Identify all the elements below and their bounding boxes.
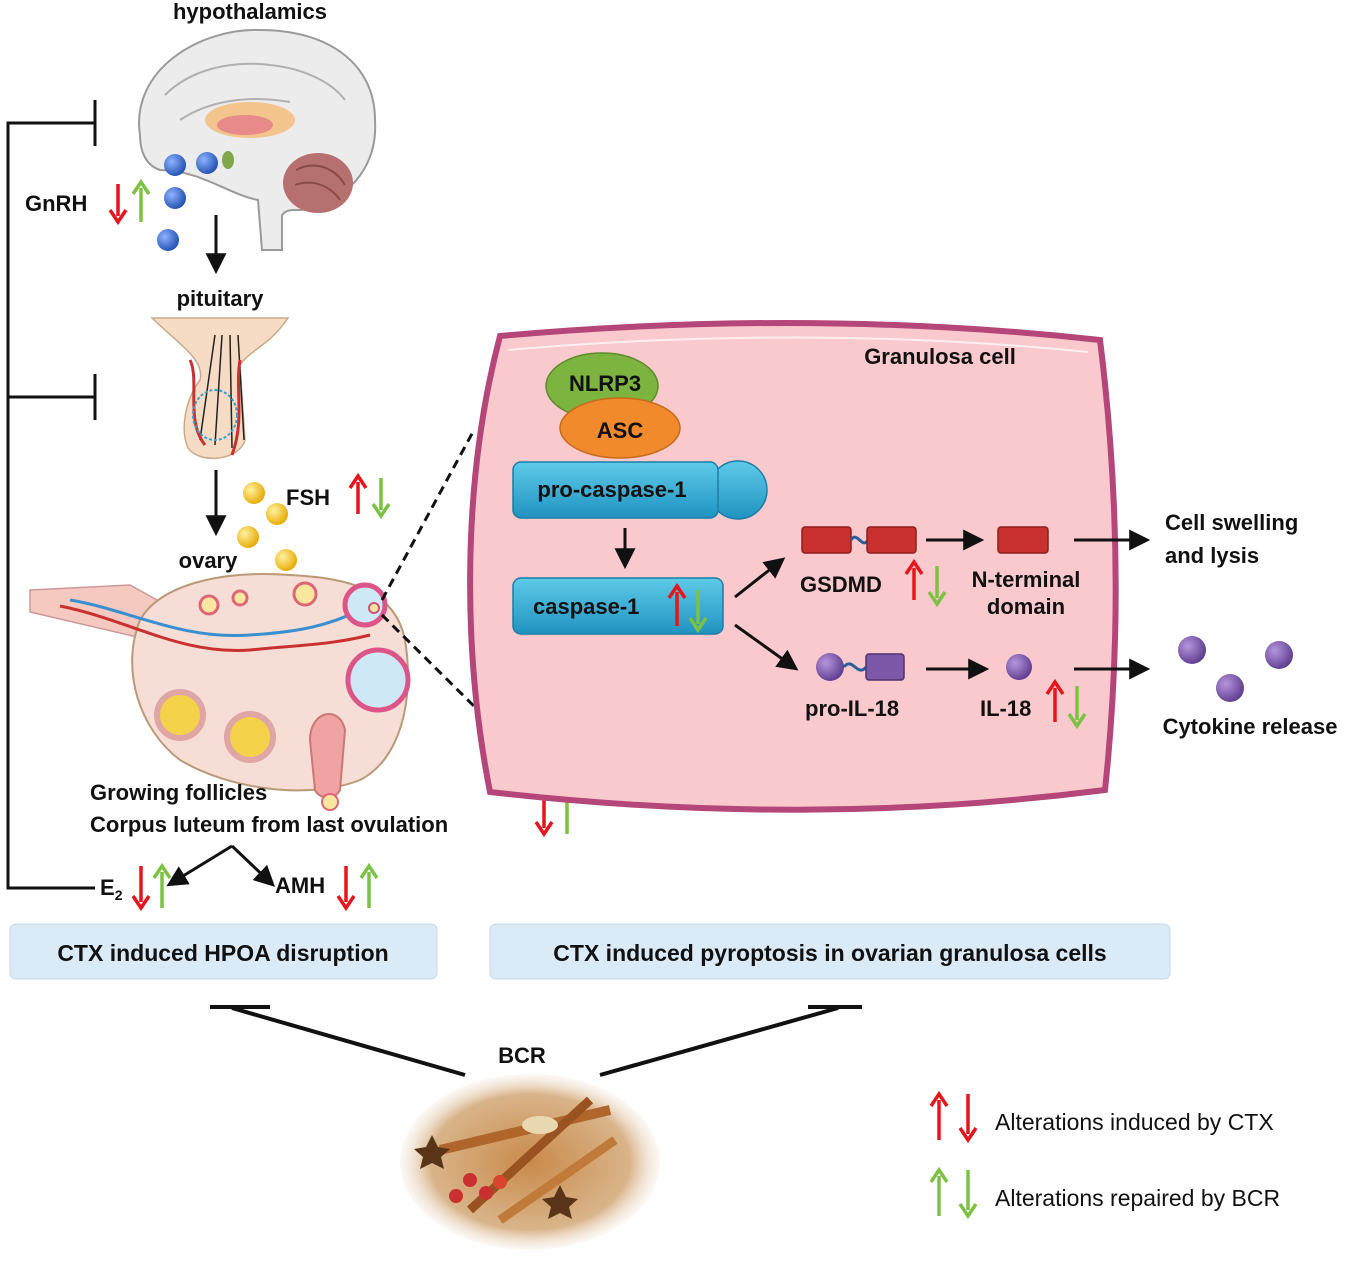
legend-bcr-down-arrow <box>958 1170 978 1220</box>
bcr-herbs-image <box>400 1074 660 1250</box>
pituitary-label: pituitary <box>177 286 265 311</box>
feedback-bracket <box>6 100 97 890</box>
amh-label: AMH <box>275 873 325 898</box>
amh-bcr-up-arrow <box>359 862 379 908</box>
gnrh-ctx-down-arrow <box>108 184 128 226</box>
growing-follicles-label: Growing follicles <box>90 780 267 805</box>
zoom-line-top <box>380 429 476 601</box>
e2-ctx-down-arrow <box>131 866 151 912</box>
caspase-to-prol18-arrow <box>734 623 799 671</box>
caspase-bcr-down-arrow <box>688 590 708 634</box>
pyroptosis-box-label: CTX induced pyroptosis in ovarian granul… <box>553 940 1106 966</box>
zoom-line-bottom <box>380 613 488 720</box>
gsdmd-bcr-down-arrow <box>927 566 947 608</box>
il18-ctx-up-arrow <box>1045 678 1065 722</box>
cell-swelling-label-line1: Cell swelling <box>1165 510 1298 535</box>
pro-il18-shape <box>816 653 905 681</box>
nlrp3-complex <box>545 352 681 459</box>
pro-caspase-shape <box>512 460 768 520</box>
amh-ctx-down-arrow <box>336 866 356 912</box>
corpus-luteum-label: Corpus luteum from last ovulation <box>90 812 448 837</box>
hypothalamics-label: hypothalamics <box>173 0 327 24</box>
legend-bcr-up-arrow <box>929 1166 949 1216</box>
caspase-to-gsdmd-arrow <box>734 557 786 599</box>
legend-ctx <box>929 1090 978 1144</box>
gsdmd-ctx-up-arrow <box>904 558 924 600</box>
n-terminal-label-line1: N-terminal <box>972 567 1081 592</box>
legend-ctx-up-arrow <box>929 1090 949 1140</box>
il18-molecule <box>1006 654 1032 680</box>
hpoa-box-label: CTX induced HPOA disruption <box>57 940 388 966</box>
gnrh-label: GnRH <box>25 191 87 216</box>
e2-label: E2 <box>100 875 123 903</box>
gsdmd-shape <box>801 526 917 554</box>
granulosa-cell-title: Granulosa cell <box>864 344 1016 369</box>
pyroptosis-box <box>489 923 1171 980</box>
gsdmd-label: GSDMD <box>800 572 882 597</box>
bcr-inhibition-left <box>210 1005 466 1077</box>
caspase-shape <box>512 577 724 635</box>
nlrp3-label: NLRP3 <box>569 371 641 396</box>
cytokine-molecules <box>1178 636 1293 702</box>
il18-bcr-down-arrow <box>1067 686 1087 730</box>
n-terminal-shape <box>997 526 1049 554</box>
fsh-ctx-up-arrow <box>348 472 368 514</box>
il18-label: IL-18 <box>980 696 1031 721</box>
n-terminal-label-line2: domain <box>987 594 1065 619</box>
hpoa-box <box>9 923 438 980</box>
caspase-label: caspase-1 <box>533 594 639 619</box>
ovary-label: ovary <box>179 548 238 573</box>
cell-swelling-label-line2: and lysis <box>1165 543 1259 568</box>
fsh-bcr-down-arrow <box>371 478 391 520</box>
follicles-to-e2-arrow <box>166 844 233 887</box>
gnrh-bcr-up-arrow <box>131 178 151 222</box>
legend-ctx-label: Alterations induced by CTX <box>995 1109 1274 1135</box>
follicles-to-amh-arrow <box>230 844 276 887</box>
cytokine-release-label: Cytokine release <box>1163 714 1338 739</box>
legend-bcr-label: Alterations repaired by BCR <box>995 1185 1280 1211</box>
caspase-ctx-up-arrow <box>667 582 687 626</box>
fsh-label: FSH <box>286 485 330 510</box>
bcr-inhibition-right <box>599 1005 862 1077</box>
asc-label: ASC <box>597 418 644 443</box>
brain-illustration <box>138 28 377 251</box>
pro-caspase-label: pro-caspase-1 <box>537 477 686 502</box>
pro-il18-label: pro-IL-18 <box>805 696 899 721</box>
e2-bcr-up-arrow <box>152 862 172 908</box>
pituitary-illustration <box>150 317 290 460</box>
gnrh-molecules <box>157 152 218 251</box>
fsh-molecules <box>237 482 297 571</box>
bcr-label: BCR <box>498 1043 546 1068</box>
ovary-illustration <box>29 573 411 811</box>
legend-bcr <box>929 1166 978 1220</box>
legend-ctx-down-arrow <box>958 1094 978 1144</box>
